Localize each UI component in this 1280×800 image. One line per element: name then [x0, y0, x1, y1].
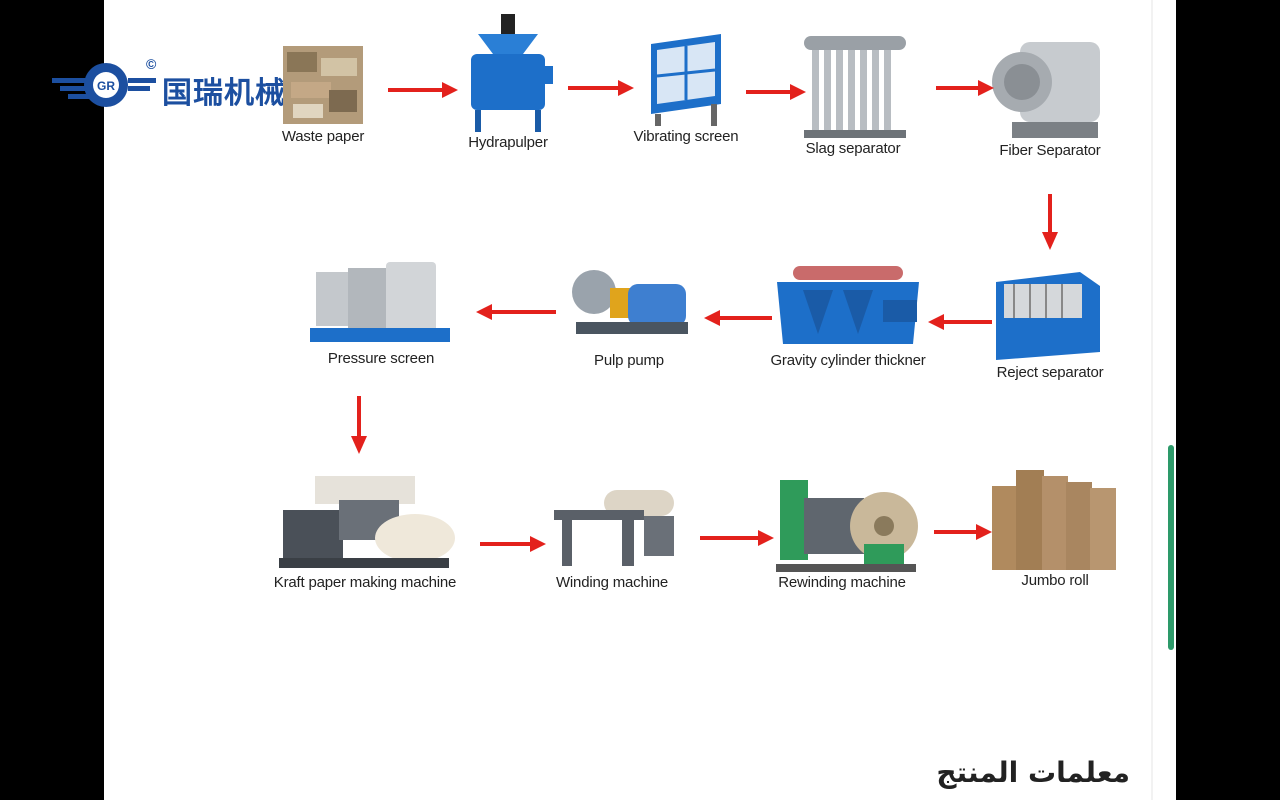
- step-winding-machine: Winding machine: [548, 486, 676, 591]
- step-label: Hydrapulper: [468, 134, 548, 151]
- step-rewinding-machine: Rewinding machine: [774, 474, 918, 591]
- flow-arrow-icon: [568, 80, 634, 96]
- step-label: Gravity cylinder thickner: [770, 352, 926, 369]
- slag-separator-icon: [804, 36, 906, 138]
- step-jumbo-roll: Jumbo roll: [990, 466, 1120, 589]
- flow-arrow-icon: [476, 304, 556, 320]
- brand-logo-icon: [52, 63, 156, 107]
- step-kraft-paper-machine: Kraft paper making machine: [270, 470, 460, 591]
- step-label: Jumbo roll: [1021, 572, 1089, 589]
- flow-arrow-icon: [480, 536, 546, 552]
- brand-name: 国瑞机械: [162, 76, 286, 111]
- step-fiber-separator: Fiber Separator: [990, 24, 1110, 159]
- step-label: Fiber Separator: [999, 142, 1101, 159]
- scroll-track: [1151, 0, 1153, 800]
- step-label: Waste paper: [281, 128, 365, 145]
- copyright-mark: ©: [146, 56, 157, 72]
- winding-machine-icon: [554, 490, 674, 566]
- step-label: Pulp pump: [594, 352, 664, 369]
- flow-arrow-icon: [704, 310, 772, 326]
- step-label: Reject separator: [996, 364, 1104, 381]
- flow-arrow-icon: [746, 84, 806, 100]
- flow-arrow-icon: [928, 314, 992, 330]
- pressure-screen-icon: [310, 262, 450, 342]
- step-label: Rewinding machine: [778, 574, 906, 591]
- flow-arrow-icon: [1042, 194, 1058, 250]
- reject-separator-icon: [996, 272, 1100, 360]
- content-page: [104, 0, 1176, 800]
- step-label: Pressure screen: [327, 350, 435, 367]
- step-waste-paper: Waste paper: [268, 38, 378, 145]
- hydrapulper-icon: [471, 14, 553, 132]
- gravity-cylinder-thickner-icon: [777, 266, 919, 344]
- step-pulp-pump: Pulp pump: [564, 262, 694, 369]
- kraft-paper-machine-icon: [279, 476, 455, 568]
- scrollbar-thumb[interactable]: [1168, 445, 1174, 650]
- pulp-pump-icon: [572, 270, 688, 334]
- step-label: Slag separator: [805, 140, 901, 157]
- step-hydrapulper: Hydrapulper: [460, 14, 556, 151]
- step-reject-separator: Reject separator: [990, 262, 1110, 381]
- fiber-separator-icon: [992, 42, 1100, 138]
- step-label: Kraft paper making machine: [273, 574, 457, 591]
- rewinding-machine-icon: [776, 480, 918, 572]
- step-gravity-cylinder-thickner: Gravity cylinder thickner: [770, 260, 926, 369]
- step-slag-separator: Slag separator: [800, 32, 906, 157]
- flow-arrow-icon: [700, 530, 774, 546]
- flow-arrow-icon: [934, 524, 992, 540]
- flow-arrow-icon: [388, 82, 458, 98]
- waste-paper-bale-icon: [283, 46, 363, 124]
- flow-arrow-icon: [351, 396, 367, 454]
- step-label: Vibrating screen: [633, 128, 739, 145]
- vibrating-screen-icon: [651, 34, 721, 126]
- step-label: Winding machine: [555, 574, 669, 591]
- step-vibrating-screen: Vibrating screen: [632, 24, 740, 145]
- flow-arrow-icon: [936, 80, 994, 96]
- brand-mark: GR: [97, 79, 115, 93]
- jumbo-roll-icon: [992, 470, 1116, 570]
- product-parameters-heading: معلمات المنتج: [936, 756, 1130, 789]
- step-pressure-screen: Pressure screen: [306, 258, 456, 367]
